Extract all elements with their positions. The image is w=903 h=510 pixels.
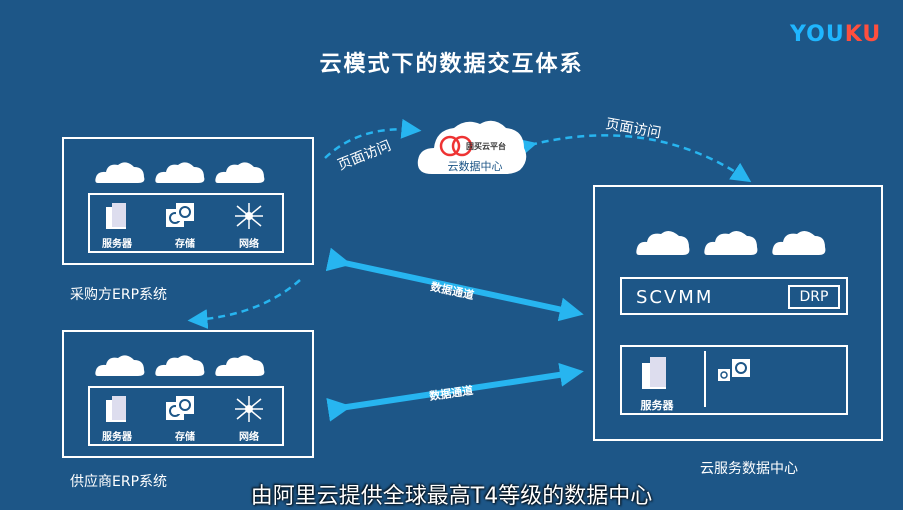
subtitle-caption: 由阿里云提供全球最高T4等级的数据中心 bbox=[250, 484, 653, 509]
storage-icon bbox=[718, 359, 750, 381]
network-icon bbox=[235, 203, 263, 229]
cloud-brand-label: 固买云平台 bbox=[466, 142, 506, 151]
buyer-to-supplier-arrow bbox=[187, 279, 301, 330]
cloud-row-icon bbox=[95, 355, 265, 376]
server-icon bbox=[106, 396, 126, 422]
storage-icon bbox=[166, 203, 194, 227]
diagram-title: 云模式下的数据交互体系 bbox=[319, 52, 584, 77]
supplier-erp-label: 供应商ERP系统 bbox=[70, 474, 168, 490]
buyer-server-label: 服务器 bbox=[102, 239, 132, 250]
supplier-resource-box: 服务器 存储 网络 bbox=[88, 386, 284, 446]
datacenter-panel bbox=[593, 185, 883, 441]
cloud-row-icon bbox=[95, 162, 265, 183]
network-icon bbox=[235, 396, 263, 422]
supplier-server-label: 服务器 bbox=[102, 432, 132, 443]
youku-logo: YOUKU bbox=[790, 22, 881, 47]
cloud-data-center-icon bbox=[417, 120, 527, 174]
data-channel-label-2: 数据通道 bbox=[428, 383, 474, 403]
supplier-network-label: 网络 bbox=[239, 432, 259, 443]
cloud-row-icon bbox=[636, 230, 826, 255]
page-access-arrow-left bbox=[324, 118, 422, 159]
scvmm-label: SCVMM bbox=[636, 287, 714, 308]
supplier-storage-label: 存储 bbox=[175, 432, 195, 443]
supplier-erp-panel: 服务器 存储 网络 bbox=[62, 330, 314, 458]
buyer-network-label: 网络 bbox=[239, 239, 259, 250]
logo-part-2: KU bbox=[844, 22, 882, 47]
datacenter-resource-box: 服务器 bbox=[620, 345, 848, 415]
page-access-label-right: 页面访问 bbox=[604, 116, 662, 141]
page-access-arrow-right bbox=[515, 134, 752, 183]
buyer-resource-box: 服务器 存储 网络 bbox=[88, 193, 284, 253]
data-channel-label-1: 数据通道 bbox=[429, 279, 475, 302]
data-channel-arrow-1 bbox=[325, 247, 584, 322]
buyer-storage-label: 存储 bbox=[175, 239, 195, 250]
server-icon bbox=[642, 357, 666, 389]
datacenter-label: 云服务数据中心 bbox=[700, 461, 798, 477]
scvmm-box: SCVMM DRP bbox=[620, 277, 848, 315]
data-channel-arrow-2 bbox=[326, 362, 584, 422]
server-icon bbox=[106, 203, 126, 229]
drp-badge: DRP bbox=[788, 285, 840, 309]
cloud-name-label: 云数据中心 bbox=[447, 160, 503, 173]
logo-part-1: YOU bbox=[790, 22, 845, 47]
divider bbox=[704, 351, 706, 407]
datacenter-server-label: 服务器 bbox=[640, 399, 674, 412]
buyer-erp-label: 采购方ERP系统 bbox=[70, 287, 168, 303]
buyer-erp-panel: 服务器 存储 网络 bbox=[62, 137, 314, 265]
storage-icon bbox=[166, 396, 194, 420]
